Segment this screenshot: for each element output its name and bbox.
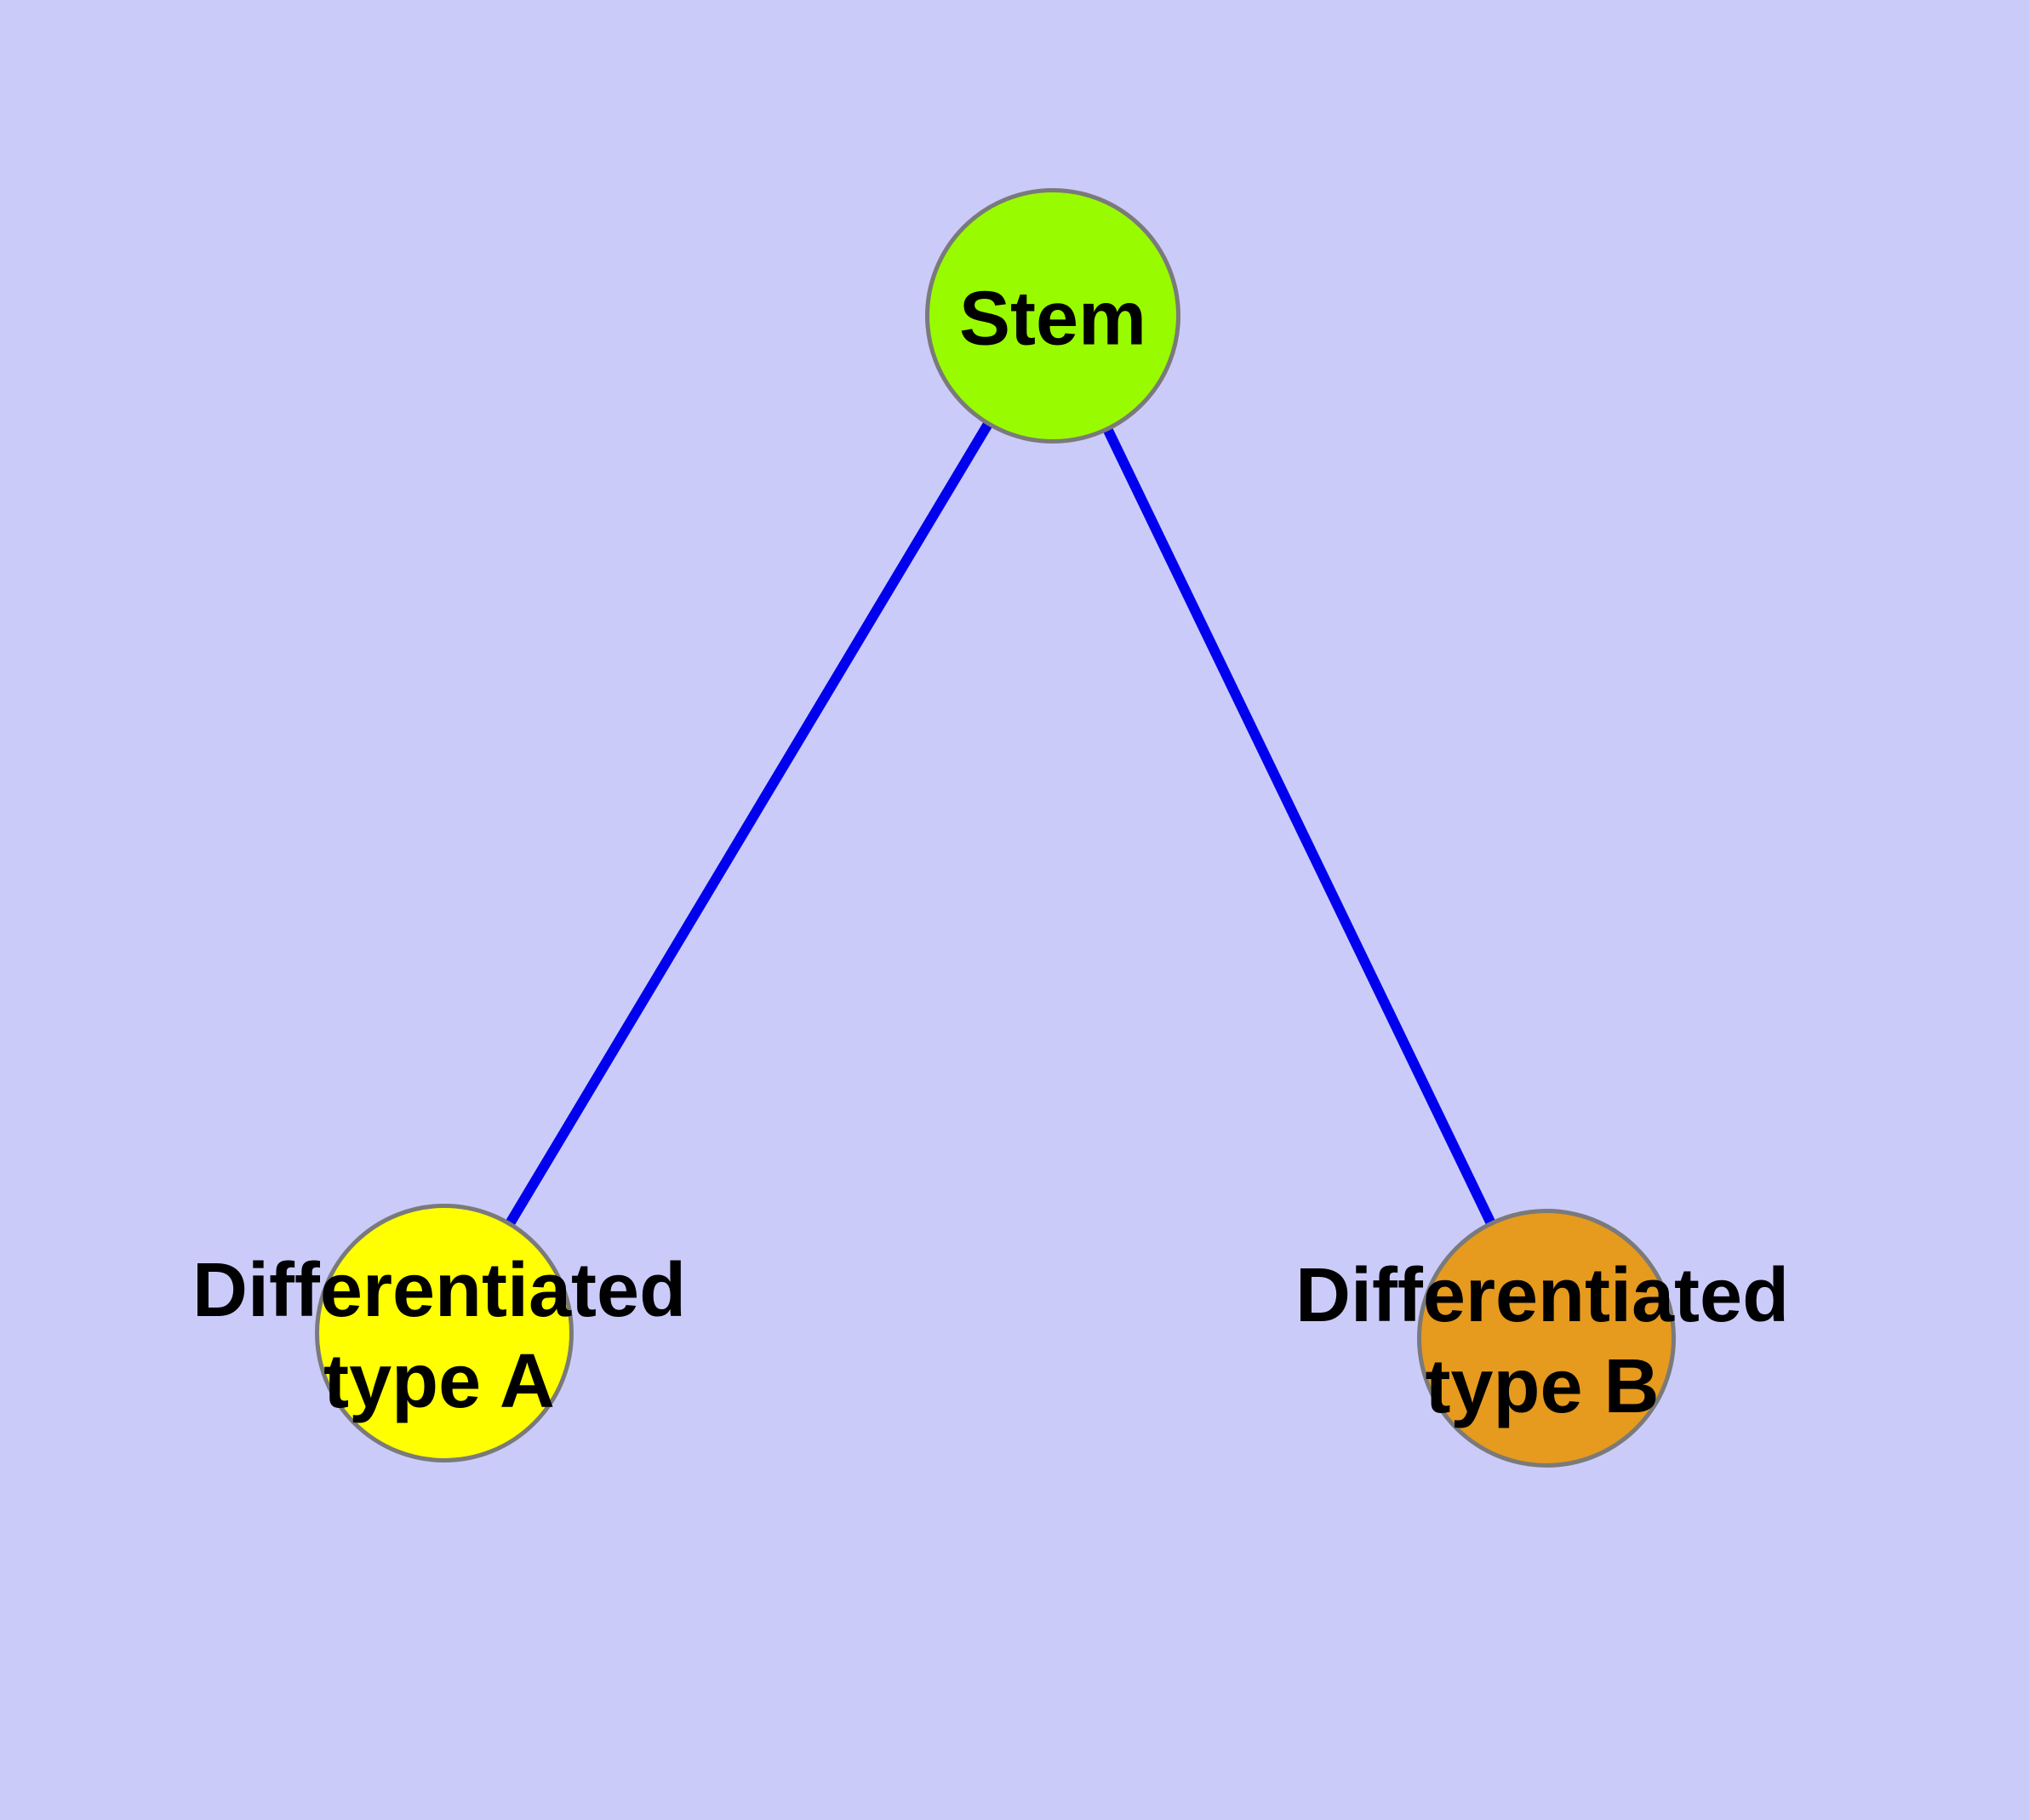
node-label-differentiated-type-a: Differentiated type A [192,1245,686,1428]
node-label-line: Differentiated [1295,1253,1790,1338]
node-label-stem: Stem [959,274,1146,365]
node-differentiated-type-b[interactable] [1417,1209,1676,1468]
node-label-line: type A [323,1339,555,1424]
node-differentiated-type-a[interactable] [315,1204,574,1462]
node-label-line: Differentiated [191,1248,687,1333]
node-label-differentiated-type-b: Differentiated type B [1295,1251,1789,1433]
node-label-line: type B [1425,1344,1660,1429]
edge-stem-to-type-a [439,312,1058,1336]
node-stem[interactable] [925,188,1180,444]
node-label-line: Stem [958,276,1147,362]
edge-stem-to-type-b [1048,313,1552,1341]
